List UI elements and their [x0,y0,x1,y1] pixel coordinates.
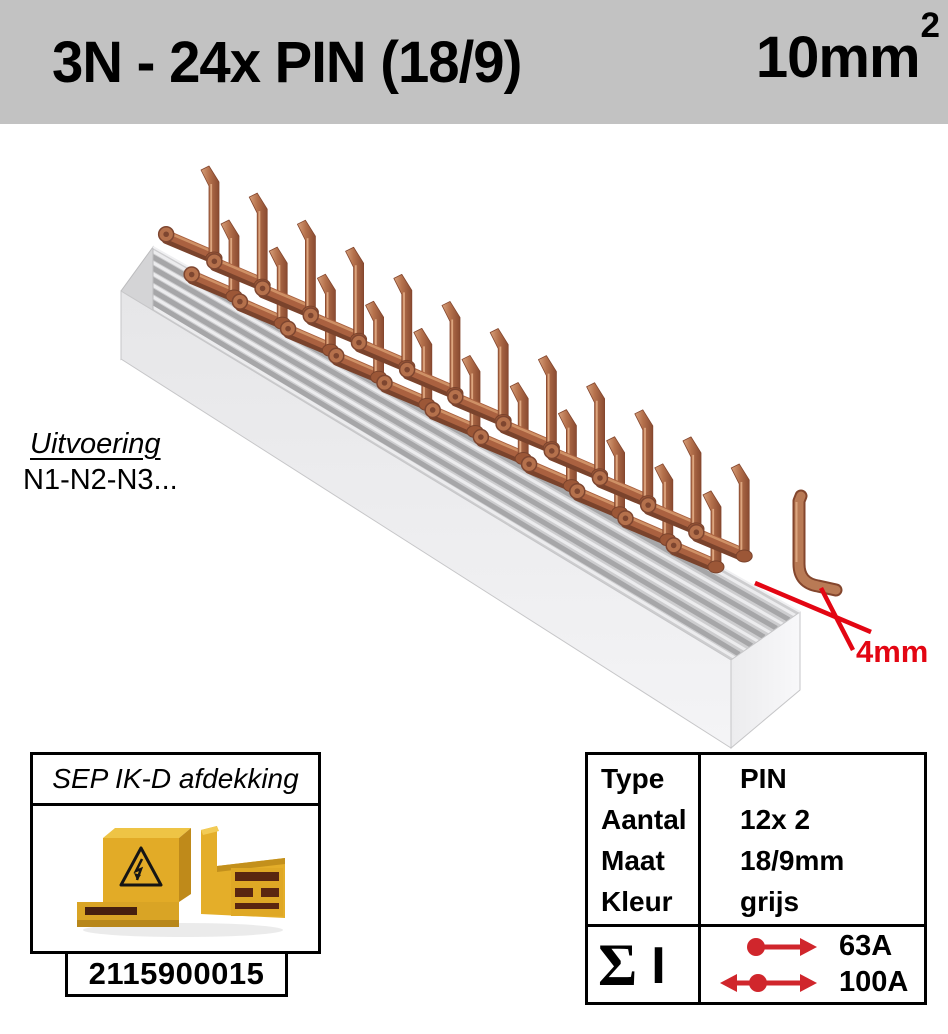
size-exponent: 2 [920,5,940,45]
busbar-rail [120,245,801,750]
spec-label-aantal: Aantal [601,803,687,835]
sigma-symbol: Σ [598,931,638,998]
rating-line: 100A [716,966,924,999]
rating-value: 100A [839,966,909,998]
slotted-cover-icon [201,826,285,918]
spec-label-type: Type [601,762,665,794]
spec-label-kleur: Kleur [601,885,673,917]
arrow-both-directions-dot-icon [720,973,817,992]
spec-value-aantal: 12x 2 [740,803,811,835]
article-number: 2115900015 [65,951,288,997]
wiring-sequence: N1-N2-N3... [23,464,178,496]
pin-length-annotation: 4mm [856,634,929,669]
spec-value-type: PIN [740,762,787,794]
table-row: Kleur grijs [588,881,924,922]
rail-right-end-face [730,611,801,750]
spec-table: Type PIN Aantal 12x 2 Maat 18/9mm Kleur … [585,752,927,1005]
table-row: Maat 18/9mm [588,840,924,881]
dimension-lines [754,580,872,652]
dimension-line-1 [754,580,872,635]
rating-value: 63A [839,930,893,962]
table-row: Aantal 12x 2 [588,799,924,840]
copper-pins [157,165,843,597]
product-size: 10mm2 [755,6,940,91]
spec-rows: Type PIN Aantal 12x 2 Maat 18/9mm Kleur … [588,755,924,924]
arrow-right-from-dot-icon [747,937,817,956]
accessory-image [77,826,285,937]
sum-current-row: Σ I 63A [588,924,924,1002]
size-value: 10mm [755,25,921,90]
header-bar: 3N - 24x PIN (18/9) 10mm2 [0,0,948,124]
ratings: 63A 100A [698,927,924,1002]
table-column-divider [698,755,701,1002]
spec-value-maat: 18/9mm [740,844,845,876]
accessory-box: SEP IK-D afdekking [30,752,321,954]
rating-line: 63A [716,930,924,963]
table-row: Type PIN [588,758,924,799]
accessory-title: SEP IK-D afdekking [33,755,318,806]
variant-heading: Uitvoering [30,428,161,460]
dimension-line-2 [819,586,855,652]
spec-value-kleur: grijs [740,885,800,917]
spec-label-maat: Maat [601,844,665,876]
rail-ridges [121,248,796,659]
sum-current-symbol: Σ I [588,927,698,1002]
product-title: 3N - 24x PIN (18/9) [52,29,522,95]
warning-triangle-lightning-icon [77,828,191,927]
current-symbol: I [651,936,666,995]
